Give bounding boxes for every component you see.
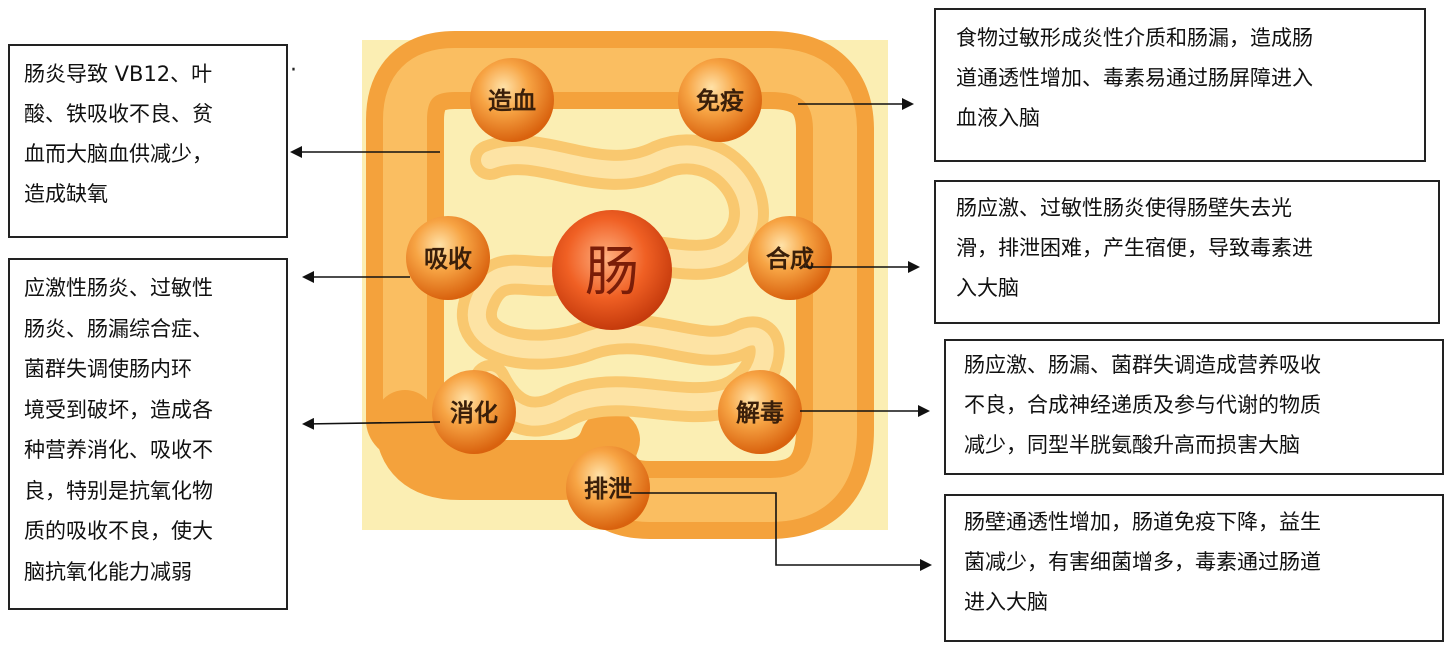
node-synthesis: 合成 [748, 216, 832, 300]
box-line: 食物过敏形成炎性介质和肠漏，造成肠 [956, 26, 1313, 50]
box-line: 不良，合成神经递质及参与代谢的物质 [964, 393, 1321, 417]
arrow-digestion [302, 417, 441, 430]
box-line: 减少，同型半胱氨酸升高而损害大脑 [964, 433, 1300, 457]
center-label: 肠 [585, 240, 639, 303]
box-synthesis-effect: 肠应激、过敏性肠炎使得肠壁失去光 滑，排泄困难，产生宿便，导致毒素进 入大脑 [934, 180, 1440, 324]
box-line: 进入大脑 [964, 590, 1048, 614]
box-hematopoiesis-effect: 肠炎导致 VB12、叶 酸、铁吸收不良、贫 血而大脑血供减少， 造成缺氧 [8, 44, 288, 238]
node-excretion: 排泄 [566, 446, 650, 530]
node-immunity: 免疫 [678, 58, 762, 142]
node-hematopoiesis: 造血 [470, 58, 554, 142]
box-line: 境受到破坏，造成各 [24, 397, 213, 422]
box-line: 种营养消化、吸收不 [24, 438, 213, 462]
svg-text:造血: 造血 [488, 87, 536, 115]
box-line: 质的吸收不良，使大 [24, 519, 213, 543]
center-node-intestine: 肠 [552, 210, 672, 330]
box-line: 肠应激、过敏性肠炎使得肠壁失去光 [956, 196, 1292, 220]
box-line: 滑，排泄困难，产生宿便，导致毒素进 [956, 236, 1313, 260]
node-absorption: 吸收 [406, 216, 490, 300]
box-line: 血液入脑 [956, 106, 1040, 130]
box-absorption-effect: 应激性肠炎、过敏性 肠炎、肠漏综合症、 菌群失调使肠内环 境受到破坏，造成各 种… [8, 258, 288, 610]
node-digestion: 消化 [432, 370, 516, 454]
box-line: 菌群失调使肠内环 [24, 357, 192, 381]
box-line: 造成缺氧 [24, 182, 108, 206]
arrow-excretion [630, 492, 932, 571]
box-line: 肠壁通透性增加，肠道免疫下降，益生 [964, 510, 1321, 534]
svg-text:吸收: 吸收 [424, 245, 472, 273]
svg-text:解毒: 解毒 [736, 399, 784, 427]
stray-dot: · [290, 58, 297, 83]
box-immunity-effect: 食物过敏形成炎性介质和肠漏，造成肠 道通透性增加、毒素易通过肠屏障进入 血液入脑 [934, 8, 1426, 162]
box-line: 良，特别是抗氧化物 [24, 478, 213, 503]
box-line: 血而大脑血供减少， [24, 142, 213, 166]
box-line: 脑抗氧化能力减弱 [24, 559, 192, 584]
box-line: 菌减少，有害细菌增多，毒素通过肠道 [964, 550, 1321, 574]
box-line: 入大脑 [956, 276, 1019, 300]
svg-text:消化: 消化 [450, 399, 498, 427]
box-excretion-effect: 肠壁通透性增加，肠道免疫下降，益生 菌减少，有害细菌增多，毒素通过肠道 进入大脑 [944, 494, 1444, 642]
box-detox-effect: 肠应激、肠漏、菌群失调造成营养吸收 不良，合成神经递质及参与代谢的物质 减少，同… [944, 339, 1444, 475]
box-line: 道通透性增加、毒素易通过肠屏障进入 [956, 66, 1313, 90]
box-line: 肠炎导致 VB12、叶 [24, 62, 213, 86]
node-detox: 解毒 [718, 370, 802, 454]
svg-text:免疫: 免疫 [696, 87, 744, 115]
box-line: 肠应激、肠漏、菌群失调造成营养吸收 [964, 353, 1321, 377]
svg-text:排泄: 排泄 [584, 475, 632, 503]
box-line: 酸、铁吸收不良、贫 [24, 102, 213, 126]
box-line: 肠炎、肠漏综合症、 [24, 316, 213, 341]
box-line: 应激性肠炎、过敏性 [24, 276, 213, 300]
svg-text:合成: 合成 [766, 245, 814, 273]
small-intestine [457, 134, 785, 437]
